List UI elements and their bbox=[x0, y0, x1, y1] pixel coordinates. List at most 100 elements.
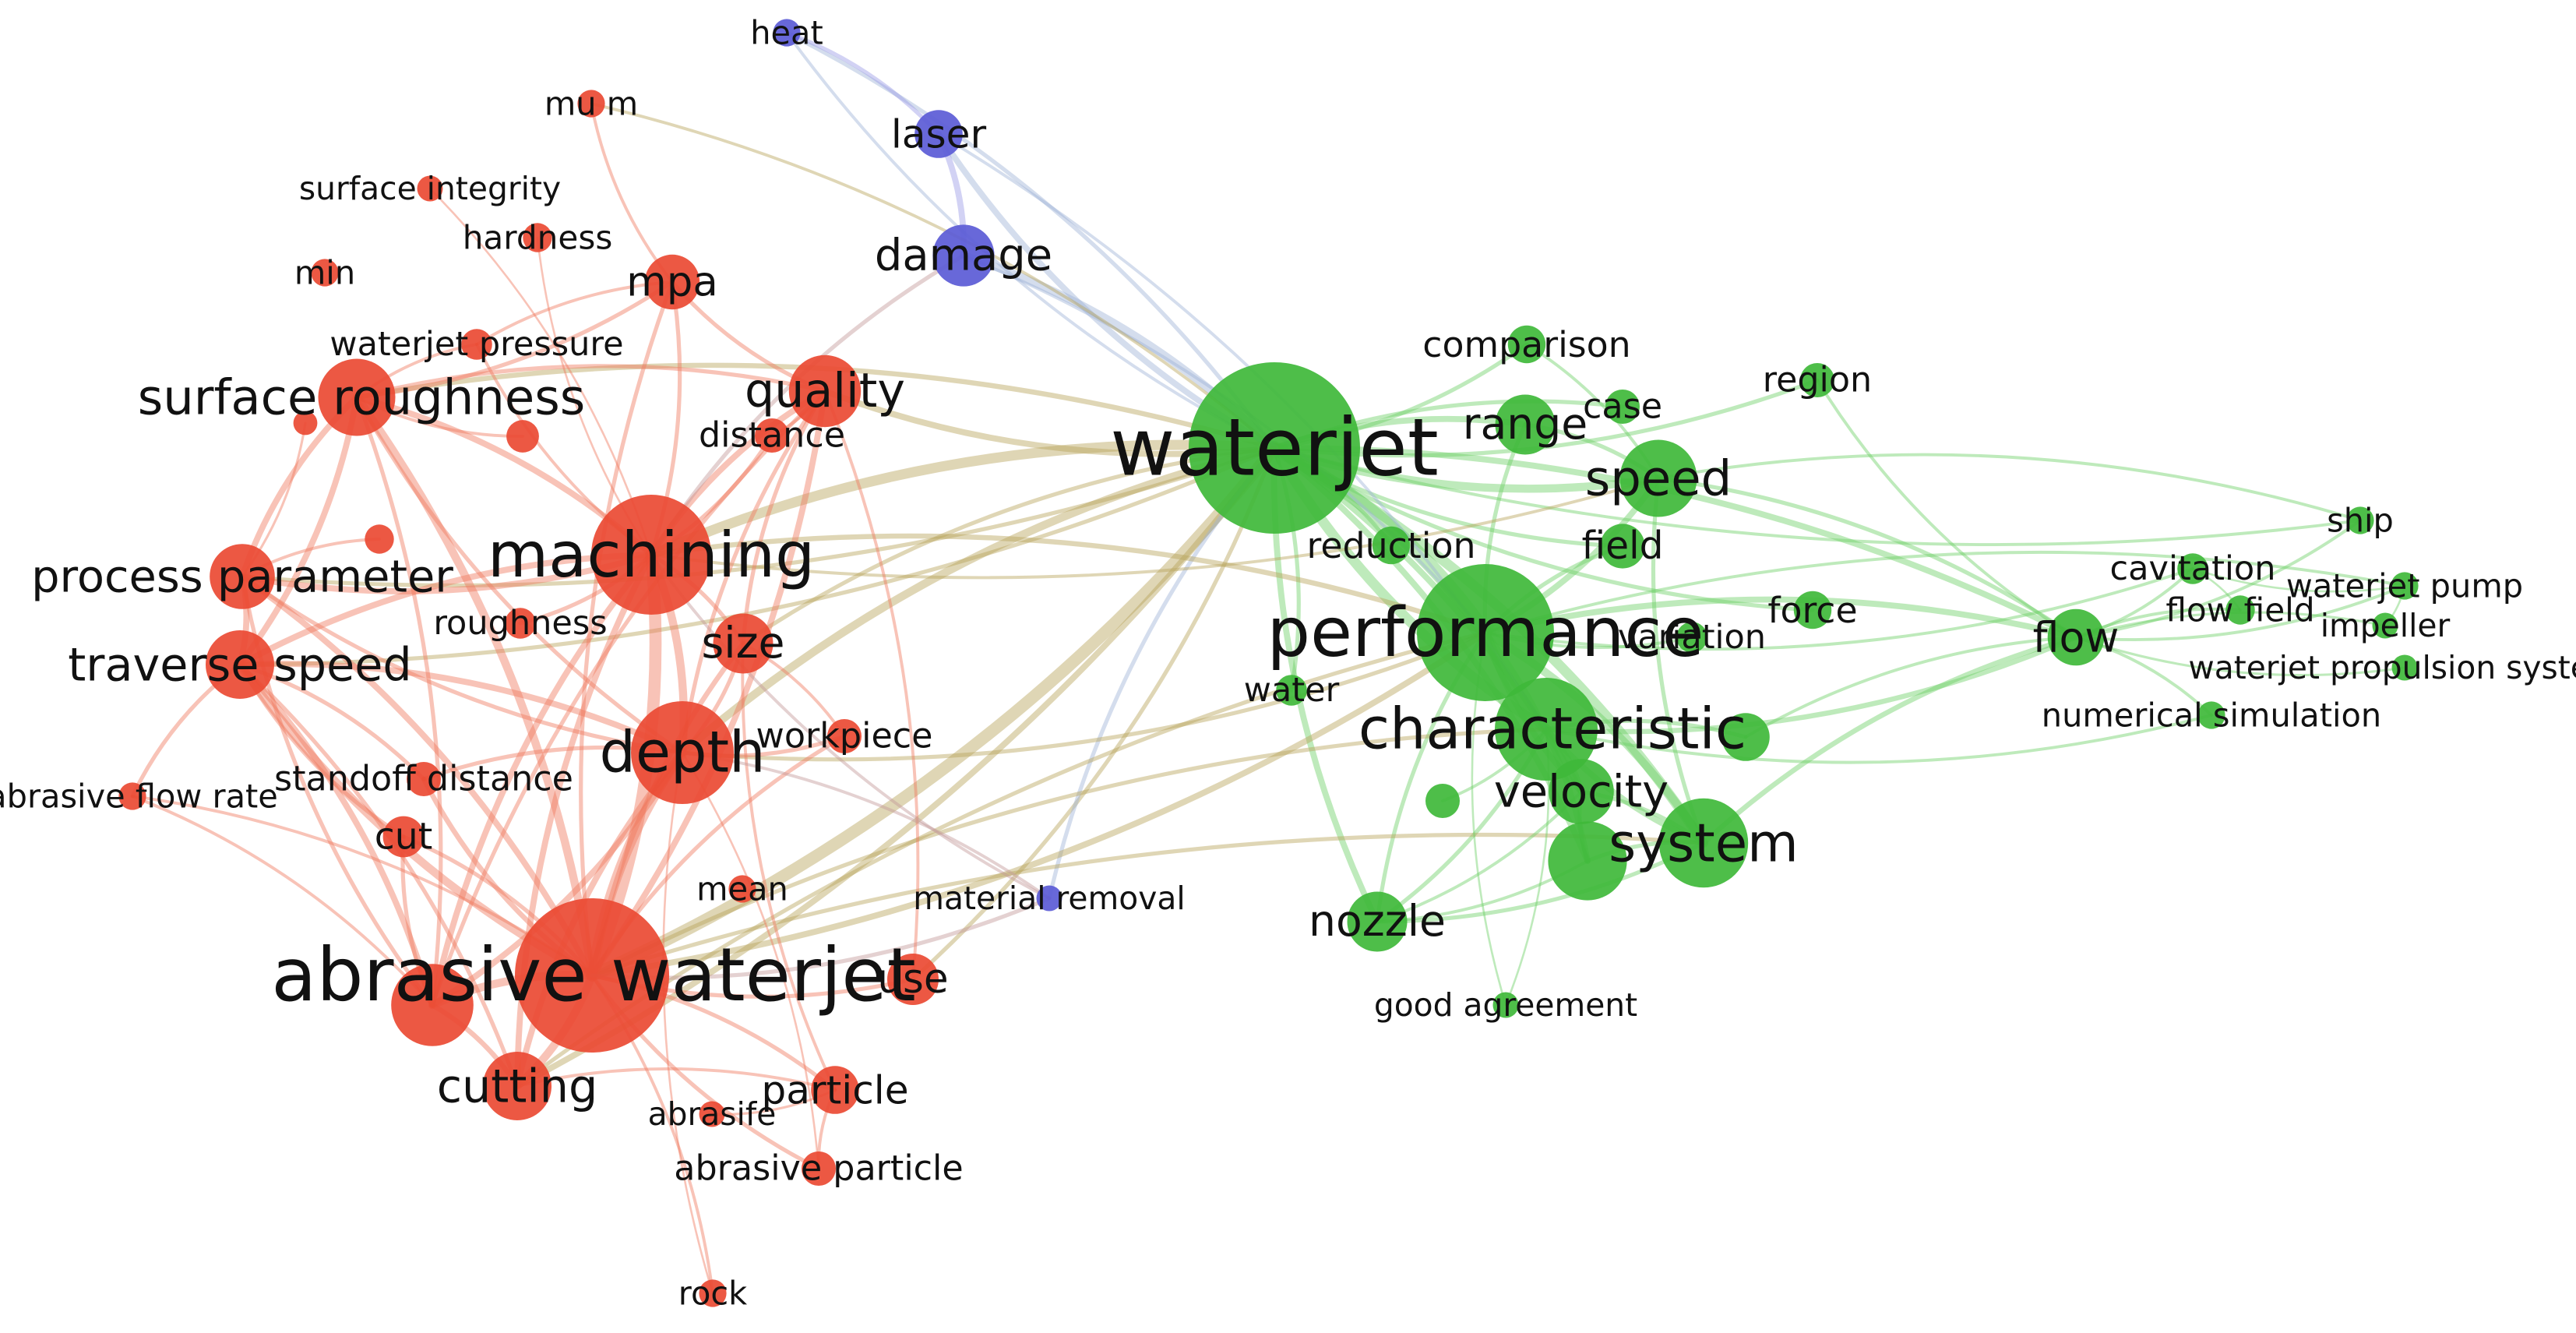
node-characteristic[interactable] bbox=[1495, 678, 1598, 781]
edge-waterjet-traverse-speed bbox=[238, 446, 1277, 667]
label-abrasive-flow-rate: abrasive flow rate bbox=[0, 778, 278, 816]
edge-performance-depth bbox=[680, 630, 1488, 762]
node-range[interactable] bbox=[1495, 394, 1556, 455]
node-impeller[interactable] bbox=[2372, 612, 2398, 639]
edge-system-flow bbox=[1700, 634, 2079, 846]
node-green-unlabeled-3[interactable] bbox=[1425, 784, 1460, 818]
node-mu-m[interactable] bbox=[577, 90, 605, 118]
node-depth[interactable] bbox=[631, 701, 734, 804]
node-green-unlabeled-1[interactable] bbox=[1548, 821, 1627, 901]
node-variation[interactable] bbox=[1676, 622, 1707, 653]
node-size[interactable] bbox=[713, 613, 774, 674]
edge-flow-ship bbox=[2074, 519, 2362, 639]
label-heat: heat bbox=[750, 14, 823, 52]
node-big-red-unlabeled[interactable] bbox=[391, 964, 474, 1046]
edge-performance-cavitation bbox=[1484, 567, 2194, 651]
label-characteristic: characteristic bbox=[1358, 696, 1746, 763]
node-abrasife[interactable] bbox=[699, 1101, 725, 1127]
edge-speed-ship bbox=[1657, 453, 2362, 522]
node-use[interactable] bbox=[887, 954, 939, 1005]
node-traverse-speed[interactable] bbox=[206, 630, 274, 699]
edge-quality-big-red-unlabeled bbox=[430, 389, 827, 1007]
node-surface-roughness[interactable] bbox=[318, 358, 396, 436]
edge-surface-integrity-machining bbox=[428, 187, 653, 556]
node-performance[interactable] bbox=[1417, 564, 1554, 701]
node-case[interactable] bbox=[1605, 390, 1640, 424]
node-cavitation[interactable] bbox=[2177, 553, 2208, 584]
node-heat[interactable] bbox=[773, 19, 801, 47]
label-water: water bbox=[1244, 671, 1340, 710]
node-velocity[interactable] bbox=[1549, 759, 1614, 824]
node-waterjet[interactable] bbox=[1189, 362, 1360, 534]
edge-rock-depth bbox=[662, 751, 714, 1295]
node-min[interactable] bbox=[311, 259, 339, 287]
node-nozzle[interactable] bbox=[1347, 891, 1408, 952]
node-cut[interactable] bbox=[382, 816, 425, 858]
node-abrasive-waterjet[interactable] bbox=[515, 898, 669, 1053]
node-abrasive-flow-rate[interactable] bbox=[118, 782, 146, 810]
edge-abrasive-particle-depth bbox=[681, 751, 820, 1170]
node-mean[interactable] bbox=[728, 875, 756, 903]
node-waterjet-propulsion-system[interactable] bbox=[2391, 654, 2418, 681]
node-red-unlabeled-2[interactable] bbox=[365, 524, 394, 554]
edge-machining-big-red-unlabeled bbox=[429, 552, 654, 1008]
node-laser[interactable] bbox=[914, 110, 963, 158]
label-cutting: cutting bbox=[437, 1060, 598, 1113]
edge-traverse-speed-big-red-unlabeled bbox=[237, 661, 435, 1008]
node-green-unlabeled-2[interactable] bbox=[1721, 713, 1770, 761]
node-particle[interactable] bbox=[811, 1066, 859, 1114]
node-process-parameter[interactable] bbox=[210, 544, 275, 609]
node-system[interactable] bbox=[1658, 798, 1749, 888]
node-standoff-distance[interactable] bbox=[407, 762, 441, 796]
label-field: field bbox=[1581, 524, 1663, 568]
node-field[interactable] bbox=[1600, 524, 1645, 569]
label-good-agreement: good agreement bbox=[1374, 986, 1637, 1024]
node-machining[interactable] bbox=[591, 495, 711, 615]
label-mu-m: mu m bbox=[544, 85, 638, 123]
label-velocity: velocity bbox=[1494, 766, 1669, 818]
edge-quality-use bbox=[823, 390, 920, 981]
edge-heat-waterjet bbox=[785, 31, 1276, 450]
edge-size-particle bbox=[741, 642, 837, 1091]
node-good-agreement[interactable] bbox=[1492, 992, 1519, 1018]
node-surface-integrity[interactable] bbox=[417, 175, 443, 202]
node-material-removal[interactable] bbox=[1036, 885, 1062, 912]
node-waterjet-pressure[interactable] bbox=[461, 329, 492, 360]
node-ship[interactable] bbox=[2346, 506, 2374, 534]
node-roughness[interactable] bbox=[505, 608, 536, 639]
node-workpiece[interactable] bbox=[827, 719, 862, 753]
edge-system-speed bbox=[1651, 476, 1706, 845]
label-reduction: reduction bbox=[1307, 524, 1476, 566]
node-flow[interactable] bbox=[2047, 608, 2105, 666]
node-force[interactable] bbox=[1793, 591, 1832, 629]
node-abrasive-particle[interactable] bbox=[802, 1151, 836, 1186]
node-speed[interactable] bbox=[1619, 439, 1697, 517]
label-workpiece: workpiece bbox=[756, 717, 933, 756]
node-red-unlabeled-1[interactable] bbox=[506, 420, 539, 453]
node-quality[interactable] bbox=[788, 354, 862, 428]
label-impeller: impeller bbox=[2321, 607, 2451, 644]
node-mpa[interactable] bbox=[644, 254, 700, 310]
label-speed: speed bbox=[1585, 450, 1732, 507]
edge-abrasive-waterjet-surface-roughness bbox=[352, 393, 597, 980]
node-red-unlabeled-3[interactable] bbox=[293, 411, 318, 436]
node-water[interactable] bbox=[1276, 675, 1307, 706]
node-reduction[interactable] bbox=[1372, 526, 1411, 565]
node-distance[interactable] bbox=[755, 418, 789, 453]
node-flow-field[interactable] bbox=[2225, 595, 2255, 625]
label-particle: particle bbox=[761, 1067, 908, 1113]
node-rock[interactable] bbox=[699, 1279, 727, 1307]
node-waterjet-pump[interactable] bbox=[2391, 572, 2419, 600]
label-distance: distance bbox=[699, 416, 845, 456]
node-damage[interactable] bbox=[932, 224, 995, 287]
node-hardness[interactable] bbox=[523, 223, 552, 252]
node-region[interactable] bbox=[1800, 363, 1834, 397]
edge-characteristic-abrasive-waterjet bbox=[590, 727, 1549, 978]
label-region: region bbox=[1763, 361, 1872, 400]
node-cutting[interactable] bbox=[483, 1052, 551, 1120]
node-comparison[interactable] bbox=[1507, 325, 1546, 364]
edge-waterjet-abrasive-waterjet bbox=[586, 442, 1281, 982]
node-numerical-simulation[interactable] bbox=[2197, 701, 2225, 729]
